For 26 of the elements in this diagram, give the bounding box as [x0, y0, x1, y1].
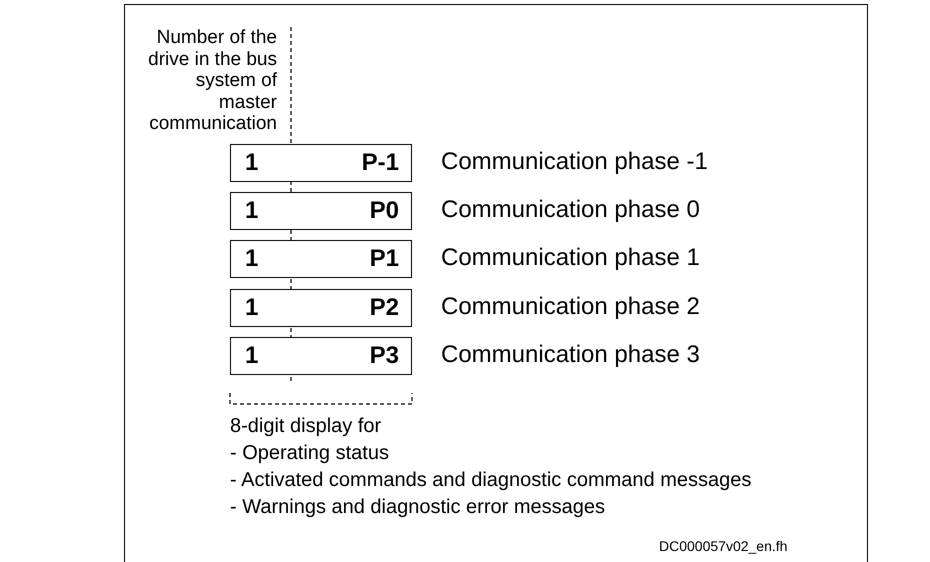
phase-code: P2 [370, 293, 399, 323]
drive-number: 1 [245, 244, 258, 274]
display-box [230, 192, 412, 230]
phase-description: Communication phase 2 [441, 292, 700, 322]
phase-description: Communication phase 1 [441, 243, 700, 273]
phase-code: P0 [370, 196, 399, 226]
display-box [230, 240, 412, 278]
list-item: - Activated commands and diagnostic command messages [230, 468, 752, 492]
display-box [230, 289, 412, 327]
display-box [230, 337, 412, 375]
phase-code: P3 [370, 341, 399, 371]
drive-number: 1 [245, 196, 258, 226]
drive-number: 1 [245, 341, 258, 371]
display-box [230, 144, 412, 182]
phase-description: Communication phase 0 [441, 195, 700, 225]
phase-code: P-1 [362, 148, 399, 178]
phase-code: P1 [370, 244, 399, 274]
list-item: - Warnings and diagnostic error messages [230, 495, 605, 519]
phase-description: Communication phase -1 [441, 147, 708, 177]
phase-description: Communication phase 3 [441, 340, 700, 370]
display-note: 8-digit display for [230, 414, 382, 438]
drive-number: 1 [245, 148, 258, 178]
drive-number: 1 [245, 293, 258, 323]
list-item: - Operating status [230, 441, 389, 465]
column-caption: Number of the drive in the bus system of master communication [147, 27, 277, 134]
file-name: DC000057v02_en.fh [659, 538, 788, 555]
